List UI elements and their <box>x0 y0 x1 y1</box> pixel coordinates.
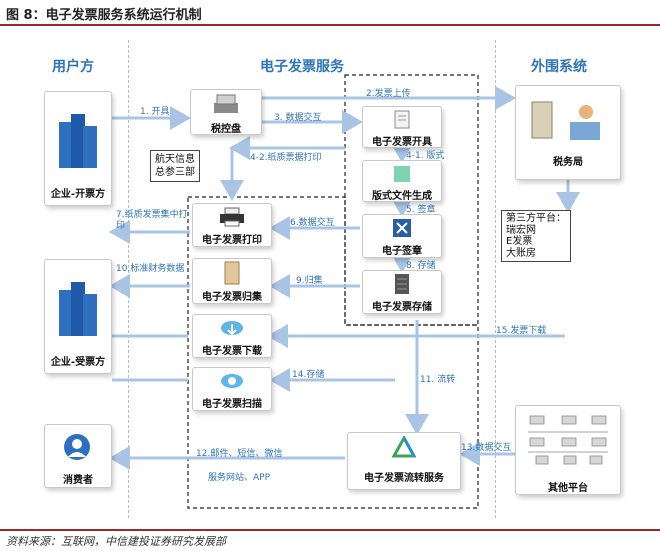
download-label: 电子发票下载 <box>202 346 262 357</box>
column-header-user: 用户方 <box>52 59 94 75</box>
figure-title: 图 8：电子发票服务系统运行机制 <box>6 8 202 23</box>
column-header-external: 外围系统 <box>531 59 587 75</box>
scan-label: 电子发票扫描 <box>202 399 262 410</box>
note-line: 瑞宏网 <box>506 224 536 236</box>
sign-box: 电子签章 <box>362 214 442 258</box>
edge-label-4-2: 4-2.纸质票据打印 <box>250 153 322 163</box>
tax-disk-label: 税控盘 <box>211 124 241 135</box>
network-icon <box>528 415 608 465</box>
edge-label-15: 15.发票下载 <box>496 326 547 336</box>
user-icon <box>64 434 90 460</box>
scan-box: 电子发票扫描 <box>192 367 272 411</box>
printer-icon <box>220 207 244 227</box>
seal-icon <box>393 219 411 237</box>
issue-label: 电子发票开具 <box>372 137 432 148</box>
edge-label-2: 2.发票上传 <box>366 89 411 99</box>
edge-label-8: 8. 存储 <box>406 261 436 271</box>
tax-disk-box: 税控盘 <box>190 89 262 135</box>
note-line: 第三方平台： <box>506 213 566 224</box>
document-icon <box>394 110 410 129</box>
cloud-scan-icon <box>221 374 243 388</box>
building-icon <box>59 114 97 168</box>
note-line: 总参三部 <box>155 167 195 178</box>
print-box: 电子发票打印 <box>192 203 272 247</box>
column-header-service: 电子发票服务 <box>260 59 344 75</box>
circulation-label: 电子发票流转服务 <box>364 473 444 484</box>
sign-label: 电子签章 <box>382 246 422 257</box>
store-box: 电子发票存储 <box>362 270 442 314</box>
edge-label-14: 14.存储 <box>292 370 325 380</box>
edge-label-3: 3. 数据交互 <box>274 113 322 123</box>
edge-label-12: 12.邮件、短信、微信 <box>196 449 283 459</box>
server-computer-icon <box>531 101 600 140</box>
archive-box: 电子发票归集 <box>192 258 272 304</box>
note-line: E发票 <box>506 236 533 247</box>
source-rule <box>0 529 660 531</box>
archive-label: 电子发票归集 <box>202 292 262 303</box>
third-party-note: 第三方平台： 瑞宏网 E发票 大账房 <box>501 210 571 262</box>
note-line: 航天信息 <box>155 154 195 165</box>
edge-label-9: 9.归集 <box>296 276 323 286</box>
issuer-label: 企业-开票方 <box>50 189 106 200</box>
source-note: 资料来源：互联网，中信建投证券研究发展部 <box>6 535 226 548</box>
column-divider <box>495 40 496 518</box>
edge-label-13: 13.数据交互 <box>461 443 512 453</box>
issue-box: 电子发票开具 <box>362 106 442 148</box>
issuer-box: 企业-开票方 <box>44 91 112 206</box>
other-platform-box: 其他平台 <box>515 405 621 495</box>
edge-label-6: 6.数据交互 <box>290 218 335 228</box>
tax-bureau-label: 税务局 <box>553 157 583 168</box>
store-label: 电子发票存储 <box>372 302 432 313</box>
edge-label-7: 7.纸质发票集中打印 <box>116 210 188 231</box>
cloud-download-icon <box>221 321 243 336</box>
other-platform-label: 其他平台 <box>548 483 588 494</box>
title-rule <box>0 24 660 26</box>
circulation-box: 电子发票流转服务 <box>347 432 461 490</box>
layout-file-icon <box>394 166 410 182</box>
edge-label-12b: 服务网站、APP <box>208 473 271 483</box>
edge-label-10: 10.标准财务数据 <box>116 264 185 274</box>
consumer-box: 消费者 <box>44 424 112 488</box>
note-line: 大账房 <box>506 247 536 259</box>
layout-box: 版式文件生成 <box>362 160 442 202</box>
consumer-label: 消费者 <box>63 475 93 486</box>
building-icon <box>59 282 97 336</box>
aisino-note: 航天信息 总参三部 <box>150 150 200 182</box>
tax-bureau-box: 税务局 <box>515 85 621 180</box>
edge-label-4-1: 4-1. 版式 <box>406 151 445 161</box>
edge-label-1: 1. 开具 <box>140 107 170 117</box>
print-label: 电子发票打印 <box>202 235 262 246</box>
edge-label-5: 5. 签章 <box>406 205 436 215</box>
archive-server-icon <box>224 261 240 285</box>
column-divider <box>128 40 129 518</box>
layout-label: 版式文件生成 <box>372 191 432 202</box>
download-box: 电子发票下载 <box>192 314 272 358</box>
edge-label-11: 11. 流转 <box>420 375 456 385</box>
receiver-box: 企业-受票方 <box>44 259 112 374</box>
server-icon <box>395 274 409 294</box>
recycle-icon <box>392 436 416 458</box>
scanner-icon <box>214 94 238 113</box>
receiver-label: 企业-受票方 <box>50 357 106 368</box>
